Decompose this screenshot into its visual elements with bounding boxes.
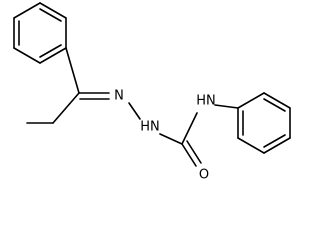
bond bbox=[159, 133, 183, 145]
bond bbox=[237, 92, 265, 109]
phenyl-ring-left bbox=[13, 2, 67, 64]
bond bbox=[263, 134, 286, 148]
bond bbox=[181, 112, 198, 145]
phenyl-ring-right bbox=[214, 92, 291, 154]
bond bbox=[237, 137, 265, 154]
bond bbox=[52, 92, 80, 124]
bond bbox=[263, 98, 286, 112]
atom-label-imine-nitrogen: N bbox=[114, 89, 124, 104]
bond bbox=[65, 47, 80, 94]
bond bbox=[39, 47, 67, 64]
chemical-structure-diagram: N HN HN O bbox=[13, 2, 291, 183]
atom-label-carbonyl-oxygen: O bbox=[199, 168, 209, 183]
bond bbox=[186, 140, 202, 164]
bond bbox=[263, 137, 291, 154]
butylidene-chain bbox=[26, 47, 110, 124]
bond bbox=[39, 8, 62, 22]
semicarbazone-core bbox=[128, 102, 202, 167]
bond bbox=[39, 44, 62, 58]
bond bbox=[214, 104, 239, 109]
bond bbox=[128, 102, 141, 120]
bond bbox=[181, 143, 197, 167]
atom-label-hydrazide-nh: HN bbox=[140, 120, 160, 135]
bond bbox=[13, 47, 41, 64]
atom-label-amide-nh: HN bbox=[196, 94, 216, 109]
bond bbox=[13, 2, 41, 19]
bond bbox=[39, 2, 67, 19]
bond bbox=[263, 92, 291, 109]
